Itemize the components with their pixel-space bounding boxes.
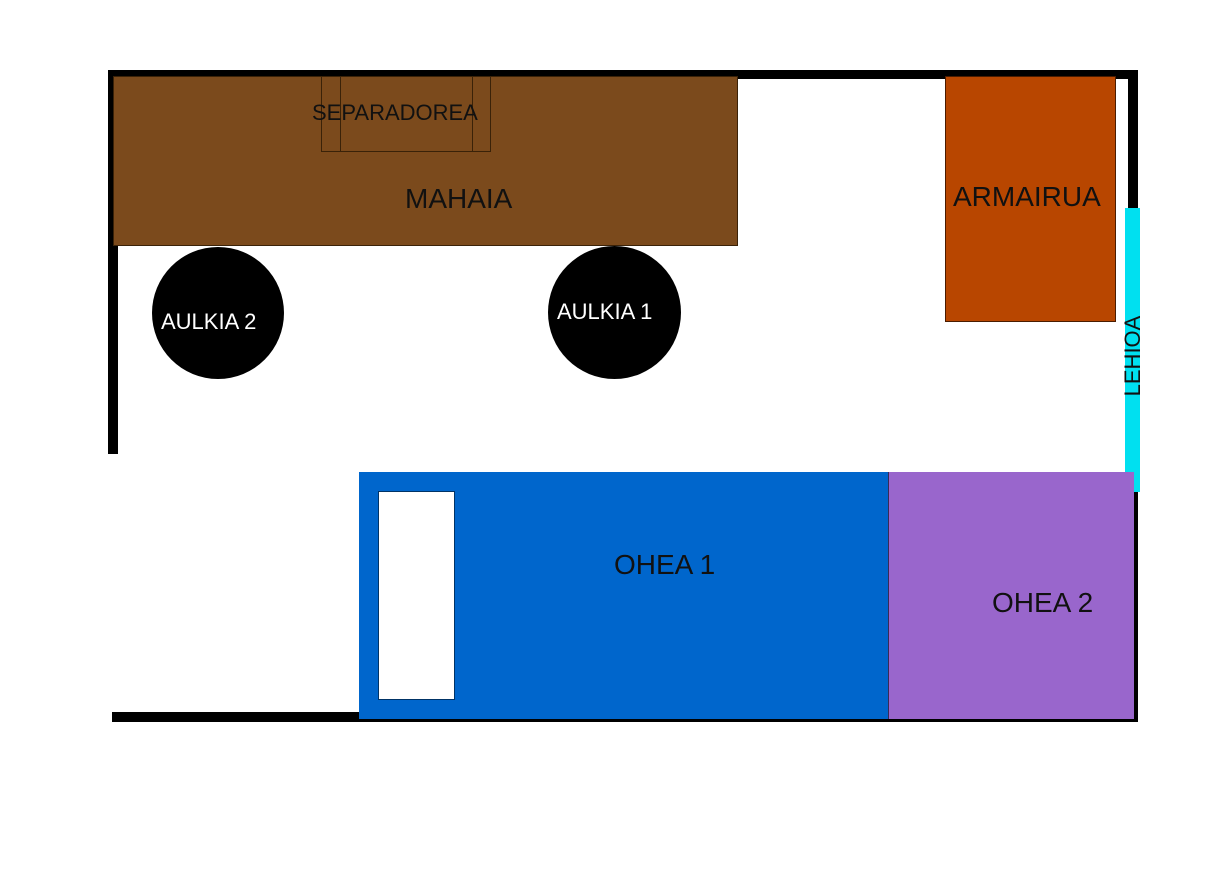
left-wall: [108, 70, 118, 454]
wardrobe-label: ARMAIRUA: [953, 181, 1101, 212]
chair-1: [548, 246, 681, 379]
table: [113, 76, 738, 246]
separator-inner-right: [472, 76, 473, 152]
separator-label: SEPARADOREA: [312, 100, 478, 125]
bed-1-pillow: [378, 491, 455, 700]
chair-2: [152, 247, 284, 379]
bed-2-label: OHEA 2: [992, 587, 1094, 618]
separator-inner-left: [340, 76, 341, 152]
chair-1-label: AULKIA 1: [557, 299, 653, 324]
separator: [321, 76, 491, 152]
chair-2-label: AULKIA 2: [161, 309, 257, 334]
right-wall-upper: [1128, 70, 1138, 210]
table-label: MAHAIA: [405, 183, 513, 214]
top-wall: [112, 70, 1136, 79]
window: [1125, 208, 1140, 492]
window-label: LEHIOA: [1120, 315, 1145, 397]
bed-2: [888, 472, 1134, 719]
wardrobe: [945, 76, 1116, 322]
bed-1-label: OHEA 1: [614, 549, 716, 580]
